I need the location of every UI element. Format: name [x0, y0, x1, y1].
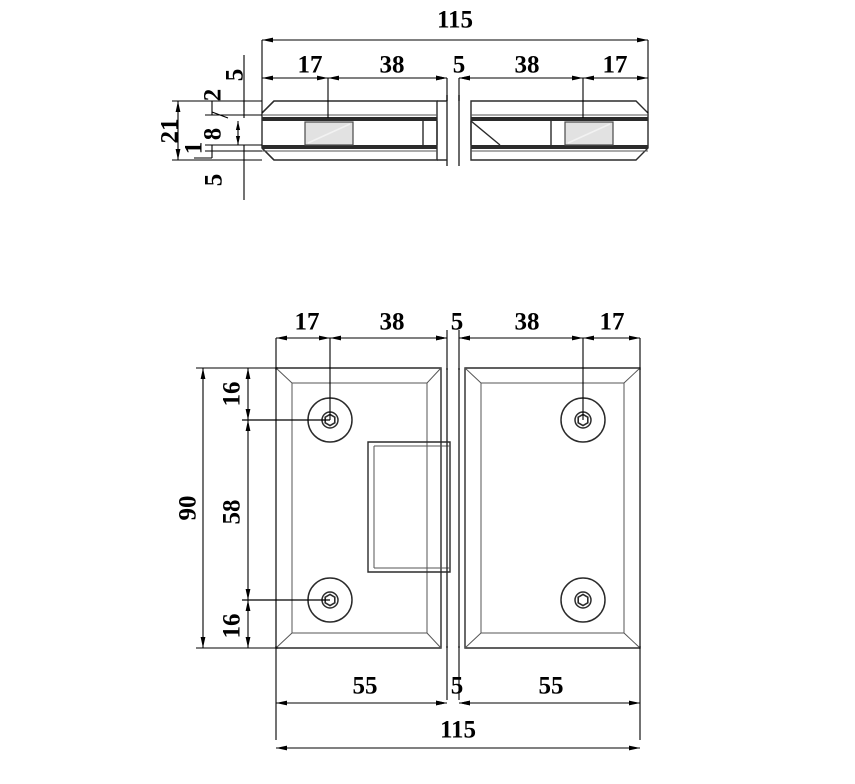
dim-label-17a-top: 17 [298, 52, 323, 79]
dim-label-90: 90 [175, 496, 202, 521]
dim-label-5a-top: 5 [453, 52, 466, 79]
bottom-plan-view: 17 38 5 38 17 90 16 58 [175, 309, 641, 751]
dim-label-bot-5: 5 [451, 673, 464, 700]
right-plan-chamfer-tr [623, 367, 641, 384]
left-plan-chamfer-br [426, 632, 442, 649]
hex-socket-bl [324, 593, 336, 607]
dim-label-16a: 16 [219, 382, 246, 407]
dim-label-plan-17b: 17 [600, 309, 625, 336]
center-knuckle-plan [367, 368, 460, 648]
knuckle-top-bottom-links [437, 100, 447, 161]
dim-label-38a-top: 38 [380, 52, 405, 79]
center-knuckle-section [437, 95, 460, 166]
left-bottom-band [262, 145, 437, 149]
dim-label-115-bottom: 115 [440, 717, 476, 744]
dim-label-58: 58 [219, 500, 246, 525]
top-view-horizontal-dims: 115 17 38 5 38 17 [261, 7, 649, 118]
right-plate-section [470, 100, 649, 161]
dim-label-55a: 55 [353, 673, 378, 700]
right-top-band [471, 117, 648, 121]
dim-label-plan-38a: 38 [380, 309, 405, 336]
knuckle-body-plan [367, 441, 451, 573]
left-gasket-highlight [307, 123, 351, 144]
left-chamfer-top [261, 100, 275, 114]
screw-hole-bottom-right [560, 577, 606, 623]
dim-label-17b-top: 17 [603, 52, 628, 79]
dim-label-8: 8 [200, 128, 227, 141]
dim-label-55b: 55 [539, 673, 564, 700]
dim-label-115-top: 115 [437, 7, 473, 34]
dim-label-5-top: 5 [222, 69, 249, 82]
right-plan-chamfer-tl [464, 367, 482, 384]
left-plan-chamfer-tr [426, 367, 442, 384]
leader-2 [211, 111, 229, 119]
left-plate-section [261, 100, 438, 161]
dim-label-38b-top: 38 [515, 52, 540, 79]
dim-label-16b: 16 [219, 614, 246, 639]
top-view-vertical-dims: 21 2 5 8 1 5 [157, 55, 262, 200]
right-plan-chamfer-bl [464, 632, 482, 649]
hole-inner-circle-br [574, 591, 592, 609]
right-gasket-highlight [567, 123, 611, 144]
dim-label-1: 1 [181, 142, 208, 155]
dim-label-2: 2 [200, 89, 227, 102]
dim-label-5-bottom: 5 [201, 174, 228, 187]
plan-bottom-horizontal-dims: 55 5 55 115 [275, 646, 641, 751]
left-chamfer-bottom [261, 147, 275, 161]
left-top-band [262, 117, 437, 121]
hole-outer-circle-br [560, 577, 606, 623]
plan-top-horizontal-dims: 17 38 5 38 17 [275, 309, 641, 420]
right-bottom-band [471, 145, 648, 149]
dim-label-21: 21 [157, 119, 184, 144]
hinge-stop-diagonal [470, 120, 501, 146]
dim-label-plan-5: 5 [451, 309, 464, 336]
dim-label-plan-17a: 17 [295, 309, 320, 336]
left-plan-chamfer-tl [275, 367, 293, 384]
plan-left-vertical-dims: 90 16 58 16 [175, 367, 330, 649]
left-plan-chamfer-bl [275, 632, 293, 649]
dim-label-plan-38b: 38 [515, 309, 540, 336]
hex-socket-br [577, 593, 589, 607]
top-section-view: 115 17 38 5 38 17 21 [157, 7, 649, 200]
right-plan-chamfer-br [623, 632, 641, 649]
